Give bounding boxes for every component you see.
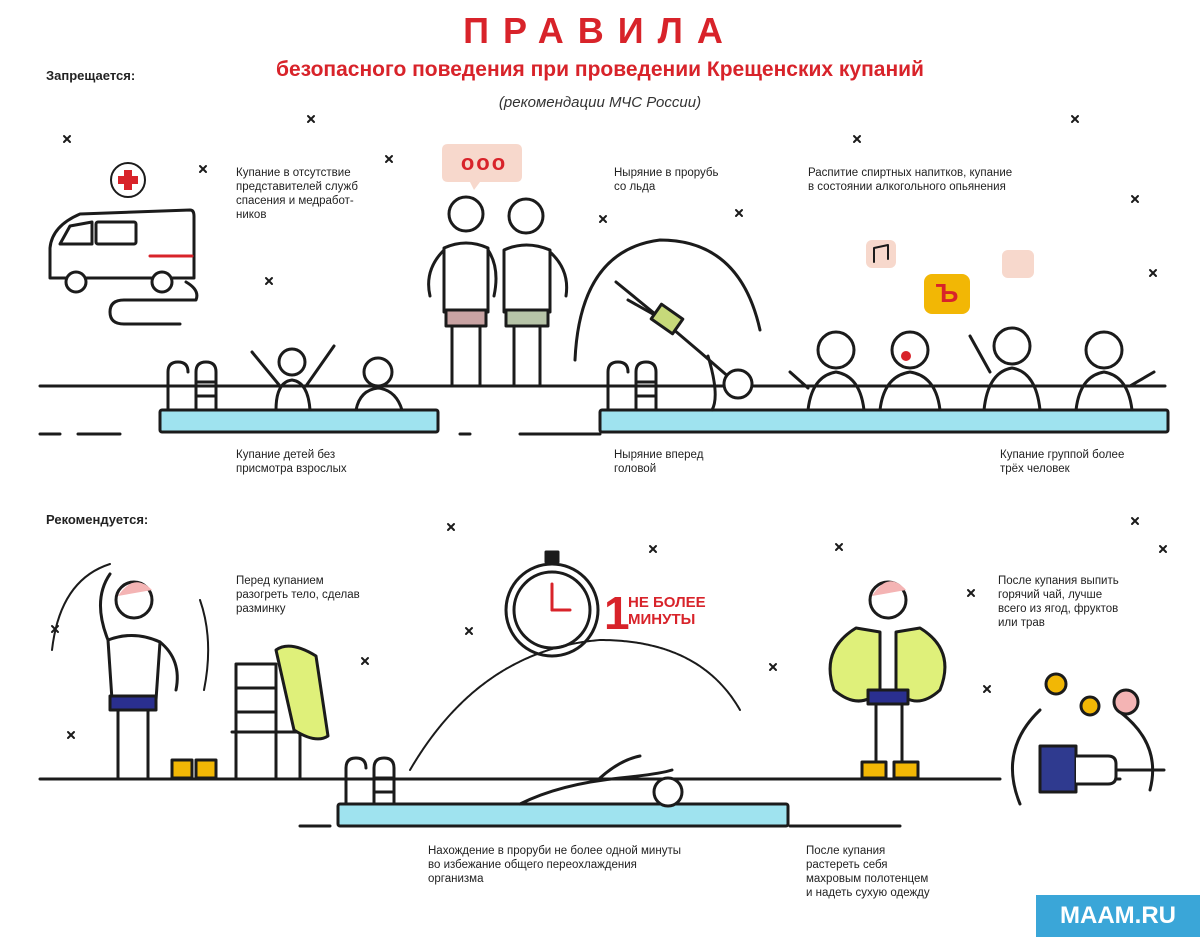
towel-icon <box>274 644 330 741</box>
caption-no-large-groups: Купание группой более трёх человек <box>1000 449 1125 475</box>
caption-one-minute: Нахождение в проруби не более одной мину… <box>428 845 681 885</box>
person-in-water <box>1074 330 1156 412</box>
caption-no-unattended-children: Купание детей без присмотра взрослых <box>236 449 347 475</box>
tea-circle <box>1010 708 1155 806</box>
ice-hole-bottom <box>336 802 790 828</box>
child-figure <box>354 356 404 412</box>
stopwatch-icon <box>504 550 600 658</box>
section-recommended: Рекомендуется: <box>46 512 149 527</box>
page-subtitle: безопасного поведения при проведении Кре… <box>276 58 924 81</box>
snowflake-icons <box>51 115 1167 739</box>
minute-arc <box>409 639 741 771</box>
ice-hole-left <box>158 408 440 434</box>
red-cross-icon <box>110 162 146 198</box>
ladder-icon <box>344 756 396 806</box>
ice-hole-right <box>598 408 1170 434</box>
person-in-water <box>878 330 942 412</box>
person-in-water <box>968 326 1042 412</box>
diving-arc <box>573 238 762 362</box>
swimmer-figure <box>518 754 684 808</box>
person-in-water <box>788 330 866 412</box>
source-note: (рекомендации МЧС России) <box>498 94 702 111</box>
page-title: ПРАВИЛА <box>463 10 737 51</box>
ambulance-icon <box>48 208 199 326</box>
watermark-logo: MAAM.RU <box>1036 895 1200 937</box>
man-figure <box>502 197 569 388</box>
caption-no-diving-from-ice: Ныряние в прорубь со льда <box>614 167 719 193</box>
timer-number: 1 <box>604 587 630 639</box>
music-note-icon <box>866 240 896 268</box>
speech-bubble-icon <box>442 144 522 190</box>
caption-no-alcohol: Распитие спиртных напитков, купание в со… <box>808 167 1013 193</box>
chat-bubble-text: ooo <box>460 150 508 175</box>
caption-towel-dry-clothes: После купания растереть себя махровым по… <box>806 845 930 899</box>
caption-hot-tea: После купания выпить горячий чай, лучше … <box>998 575 1119 629</box>
diver-figure <box>614 280 754 412</box>
tea-mug-icon <box>1038 744 1166 794</box>
music-note-icon <box>1002 250 1034 278</box>
man-warming-up <box>98 572 179 781</box>
timer-limit-label: НЕ БОЛЕЕ МИНУТЫ <box>628 594 706 628</box>
section-forbidden: Запрещается: <box>46 68 136 83</box>
caption-warm-up: Перед купанием разогреть тело, сделав ра… <box>236 575 360 615</box>
fruit-icon <box>1044 672 1140 717</box>
caption-no-rescuers: Купание в отсутствие представителей служ… <box>236 167 358 221</box>
top-ground-line <box>38 384 1167 436</box>
boots-icon <box>170 758 218 780</box>
warmup-arc <box>51 563 210 691</box>
child-figure <box>250 344 336 412</box>
man-figure <box>427 195 498 388</box>
ladder-icon <box>606 360 658 412</box>
drunk-shout-icon <box>924 274 970 314</box>
drunk-bubble-text: Ъ <box>935 278 959 308</box>
woman-with-towel <box>828 580 947 780</box>
ladder-icon <box>166 360 218 412</box>
caption-no-head-first-diving: Ныряние вперед головой <box>614 449 704 475</box>
